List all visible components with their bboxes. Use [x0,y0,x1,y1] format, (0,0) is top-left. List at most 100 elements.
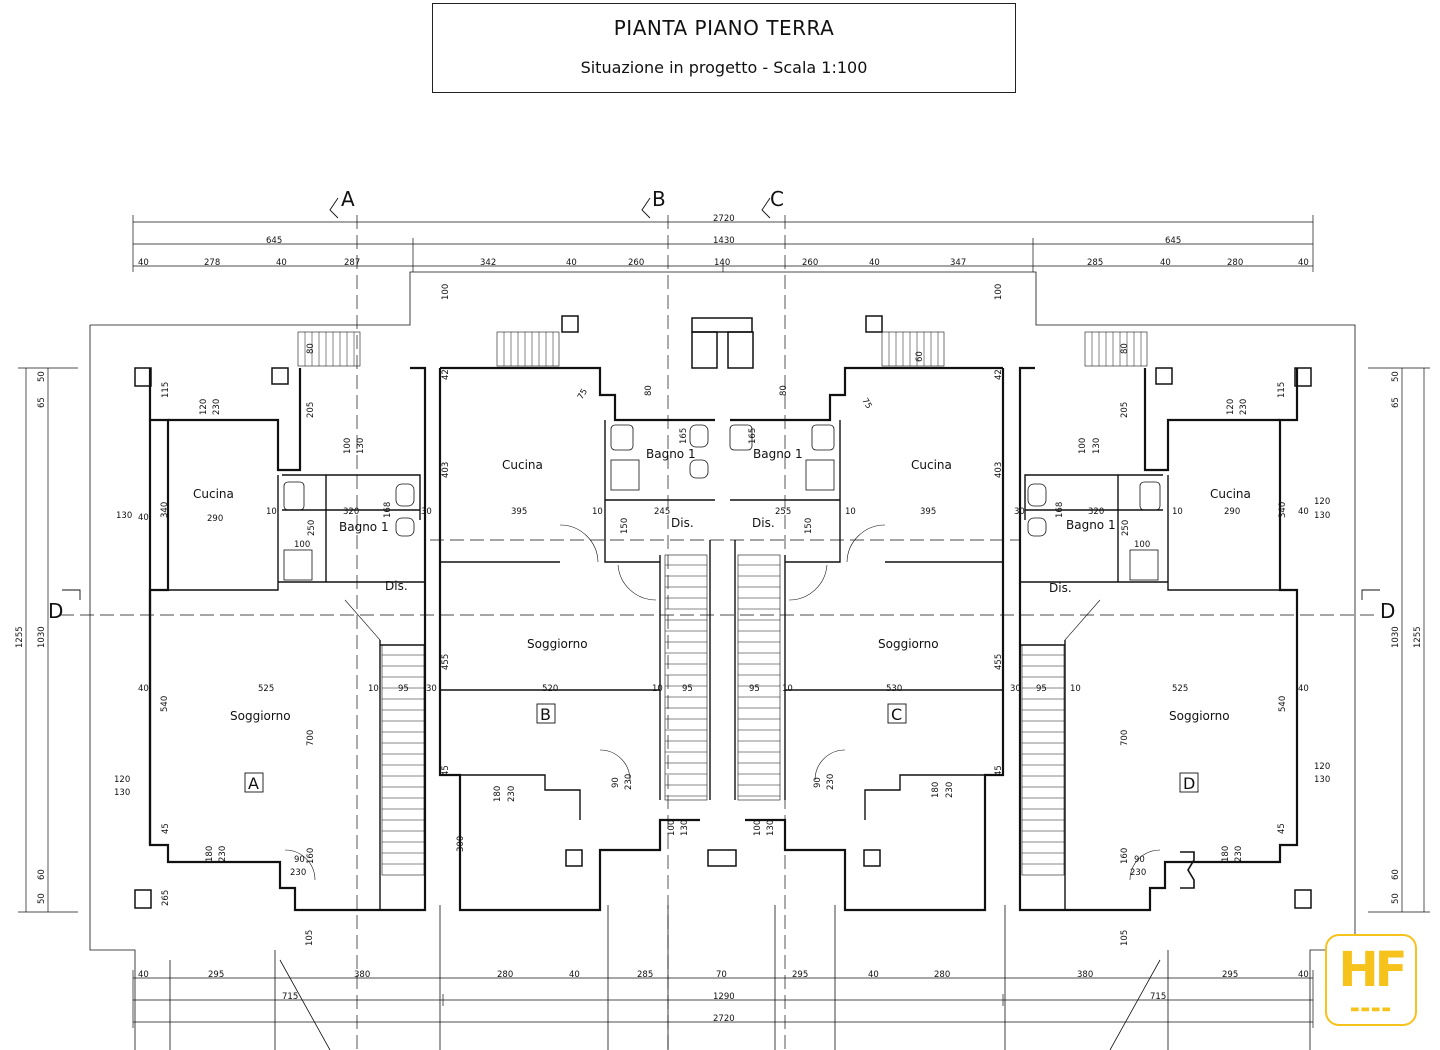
dim-inner-160-a: 160 [306,848,316,864]
dim-inner-230-cv: 230 [945,782,955,798]
dim-top-right-half: 645 [1165,236,1181,246]
dim-side-50-left-bottom: 50 [37,893,47,904]
dim-inner-80-b: 80 [644,385,654,396]
dim-inner-300-b: 300 [456,836,466,852]
dim-inner-230-bv: 230 [507,786,517,802]
room-cucina-d: Cucina [1210,487,1251,501]
dim-inner-30-d1: 30 [1014,507,1025,517]
section-label-b: B [652,187,666,211]
staircases [297,331,1148,876]
dim-inner-120-a2: 120 [114,775,130,785]
dim-inner-42-b: 42 [441,369,451,380]
dim-inner-80-top-a: 80 [306,343,316,354]
dim-inner-100-a: 100 [294,540,310,550]
dim-inner-100-c-bottom: 100 [753,820,763,836]
section-label-d-left: D [48,599,63,623]
room-cucina-b: Cucina [502,458,543,472]
dim-inner-290-a: 290 [207,514,223,524]
dim-inner-40-d2: 40 [1298,684,1309,694]
dim-inner-120-d2: 120 [1314,762,1330,772]
dim-inner-45-c: 45 [994,765,1004,776]
exterior-walls [148,366,1299,912]
dim-bottom-40-3: 40 [868,970,879,980]
dim-inner-180-b: 180 [493,786,503,802]
dim-inner-230-c2: 230 [826,774,836,790]
dim-inner-320-d: 320 [1088,507,1104,517]
pillars [134,315,1312,909]
dim-inner-30-a2: 30 [426,684,437,694]
door-swings [284,524,1161,881]
dim-inner-180-d: 180 [1221,846,1231,862]
dim-inner-95-b: 95 [682,684,693,694]
dim-inner-205-a: 205 [306,402,316,418]
dim-inner-230-a-top: 230 [212,399,222,415]
dim-inner-320-a: 320 [343,507,359,517]
dim-inner-530-c: 530 [886,684,902,694]
dim-inner-403-c: 403 [994,462,1004,478]
room-soggiorno-c: Soggiorno [878,637,939,651]
dim-bottom-center: 1290 [713,992,735,1002]
dim-inner-95-d: 95 [1036,684,1047,694]
dim-inner-45-d: 45 [1277,823,1287,834]
dim-inner-90-a: 90 [294,855,305,865]
dim-inner-250-d: 250 [1121,520,1131,536]
dim-inner-95-c: 95 [749,684,760,694]
dim-inner-30-d2: 30 [1010,684,1021,694]
dim-top-140: 140 [714,258,730,268]
logo-wordmark-icon: ▬▬▬▬ [1350,1004,1392,1015]
dim-inner-100-top-b: 100 [441,284,451,300]
room-dis-b: Dis. [671,516,694,530]
dim-inner-230-d-top: 230 [1239,399,1249,415]
room-dis-a: Dis. [385,579,408,593]
dim-inner-42-c: 42 [994,369,1004,380]
dim-inner-100-a-bath: 100 [343,438,353,454]
room-bagno-b: Bagno 1 [646,447,696,461]
unit-label-d: D [1183,774,1195,793]
dim-top-total: 2720 [713,214,735,224]
dim-top-280: 280 [1227,258,1243,268]
dim-inner-130-a-bath: 130 [356,438,366,454]
dim-bottom-295-1: 295 [208,970,224,980]
unit-a-box [244,772,264,793]
dim-side-50-left-top: 50 [37,371,47,382]
dim-inner-130-d2: 130 [1314,775,1330,785]
room-bagno-c: Bagno 1 [753,447,803,461]
dim-inner-105-d: 105 [1120,930,1130,946]
drawing-subtitle: Situazione in progetto - Scala 1:100 [580,58,868,77]
dim-inner-340-a: 340 [160,502,170,518]
dim-inner-90-d: 90 [1134,855,1145,865]
dim-inner-120-d-top: 120 [1226,399,1236,415]
section-label-d-right: D [1380,599,1395,623]
dim-inner-340-d: 340 [1278,502,1288,518]
unit-label-a: A [248,774,259,793]
dim-top-left-half: 645 [266,236,282,246]
unit-c-box [887,703,907,724]
unit-label-b: B [540,705,551,724]
dim-inner-290-d: 290 [1224,507,1240,517]
dim-inner-255-c: 255 [775,507,791,517]
section-label-c: C [770,187,784,211]
dim-inner-168-d: 168 [1055,502,1065,518]
bathroom-fixtures [283,424,1161,581]
dim-inner-120-d1: 120 [1314,497,1330,507]
dim-inner-100-b-bottom: 100 [667,820,677,836]
room-bagno-a: Bagno 1 [339,520,389,534]
dim-bottom-40-1: 40 [138,970,149,980]
dim-inner-40-a1: 40 [138,513,149,523]
dim-inner-80-c: 80 [779,385,789,396]
dim-top-287: 287 [344,258,360,268]
dim-inner-100-d-bath: 100 [1078,438,1088,454]
dim-inner-250-a: 250 [307,520,317,536]
dim-top-278: 278 [204,258,220,268]
dim-inner-230-a: 230 [290,868,306,878]
dim-inner-230-av: 230 [218,846,228,862]
dim-top-285: 285 [1087,258,1103,268]
dim-bottom-40-2: 40 [569,970,580,980]
dim-inner-100-d: 100 [1134,540,1150,550]
dim-bottom-40-4: 40 [1298,970,1309,980]
dim-inner-40-a2: 40 [138,684,149,694]
dim-inner-520-b: 520 [542,684,558,694]
dim-inner-230-d: 230 [1130,868,1146,878]
drawing-title: PIANTA PIANO TERRA [613,16,835,40]
